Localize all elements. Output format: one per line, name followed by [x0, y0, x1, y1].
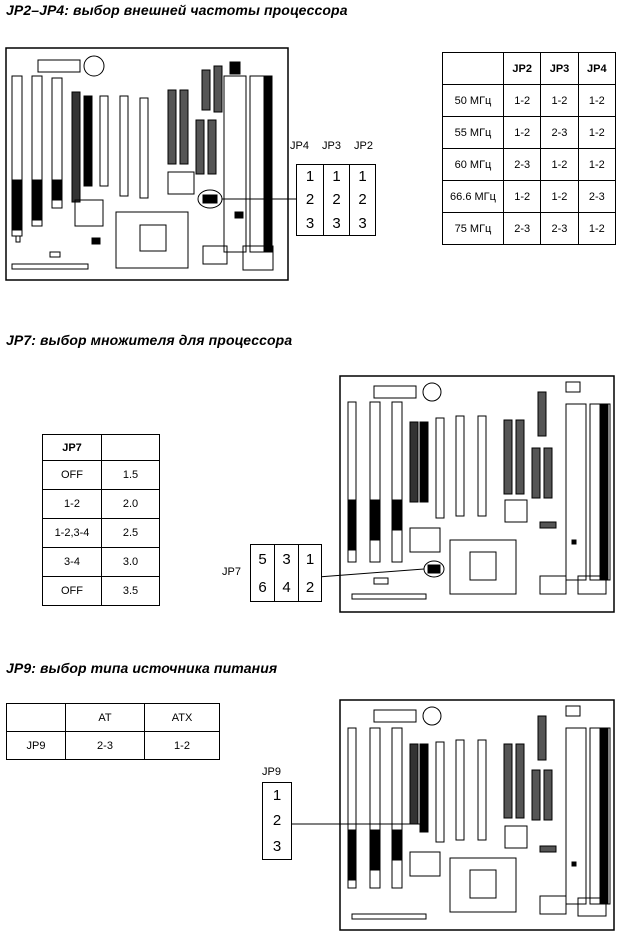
jumper-label-jp7: JP7 — [222, 566, 241, 578]
table-row: 50 МГц 1-2 1-2 1-2 — [442, 84, 617, 117]
table-cell: 3.5 — [101, 576, 160, 606]
table-row: 1-2 2.0 — [42, 489, 160, 519]
jumper-column: 1 2 3 — [263, 783, 291, 859]
table-row: 1-2,3-4 2.5 — [42, 518, 160, 548]
table-cell: 3-4 — [42, 547, 102, 577]
section-title-power: JP9: выбор типа источника питания — [6, 660, 278, 676]
pin-number: 1 — [358, 168, 367, 186]
table-row: OFF 3.5 — [42, 576, 160, 606]
table-cell: 3.0 — [101, 547, 160, 577]
pin-number: 2 — [305, 191, 315, 209]
jumper-block-jp9: 1 2 3 — [262, 782, 292, 860]
table-cell: 1-2 — [42, 489, 102, 519]
jumper-column: 1 2 3 — [350, 165, 375, 235]
table-row: OFF 1.5 — [42, 460, 160, 490]
jumper-label-jp2: JP2 — [354, 140, 373, 152]
frequency-table: JP2 JP3 JP4 50 МГц 1-2 1-2 1-2 55 МГц 1-… — [442, 52, 617, 245]
table-cell: 1.5 — [101, 460, 160, 490]
table-row: 55 МГц 1-2 2-3 1-2 — [442, 116, 617, 149]
table-row: JP9 2-3 1-2 — [6, 731, 220, 760]
section-title-frequency: JP2–JP4: выбор внешней частоты процессор… — [6, 2, 348, 18]
table-header — [101, 434, 160, 461]
multiplier-table: JP7 OFF 1.5 1-2 2.0 1-2,3-4 2.5 3-4 3.0 … — [42, 434, 160, 606]
jumper-column: 5 6 — [251, 545, 275, 601]
jumper-label-jp9: JP9 — [262, 766, 281, 778]
jumper-label-jp4: JP4 — [290, 140, 309, 152]
jumper-column: 1 2 3 — [324, 165, 350, 235]
pin-number: 1 — [305, 550, 315, 568]
pin-number: 2 — [272, 812, 282, 830]
table-header: JP2 — [502, 52, 542, 85]
table-cell: JP9 — [6, 731, 66, 760]
jumper-label-jp3: JP3 — [322, 140, 341, 152]
table-cell: 60 МГц — [442, 148, 504, 181]
jumper-column: 1 2 3 — [297, 165, 324, 235]
table-cell: 2-3 — [540, 212, 579, 245]
pin-number: 2 — [332, 191, 341, 209]
pin-number: 3 — [305, 214, 315, 232]
pin-number: 1 — [272, 787, 282, 805]
table-cell: 1-2 — [577, 116, 617, 149]
pin-number: 3 — [332, 214, 341, 232]
table-cell: 1-2 — [577, 148, 617, 181]
power-table: AT ATX JP9 2-3 1-2 — [6, 703, 220, 760]
table-cell: 75 МГц — [442, 212, 504, 245]
pin-number: 6 — [258, 578, 267, 596]
table-cell: OFF — [42, 460, 102, 490]
table-header — [6, 703, 66, 732]
pin-number: 2 — [305, 578, 315, 596]
pin-number: 2 — [358, 191, 367, 209]
table-cell: 1-2 — [577, 212, 617, 245]
table-cell: 1-2 — [502, 180, 542, 213]
table-header: JP3 — [540, 52, 579, 85]
table-cell: OFF — [42, 576, 102, 606]
table-cell: 55 МГц — [442, 116, 504, 149]
table-cell: 2.5 — [101, 518, 160, 548]
jumper-column: 1 2 — [299, 545, 321, 601]
jumper-block-jp2-jp4: 1 2 3 1 2 3 1 2 3 — [296, 164, 376, 236]
jumper-column: 3 4 — [275, 545, 299, 601]
table-row: 60 МГц 2-3 1-2 1-2 — [442, 148, 617, 181]
jumper-block-jp7: 5 6 3 4 1 2 — [250, 544, 322, 602]
table-cell: 1-2,3-4 — [42, 518, 102, 548]
table-row: 3-4 3.0 — [42, 547, 160, 577]
table-cell: 2-3 — [65, 731, 145, 760]
pin-number: 3 — [272, 837, 282, 855]
table-cell: 1-2 — [540, 84, 579, 117]
table-cell: 1-2 — [502, 84, 542, 117]
pin-number: 5 — [258, 550, 267, 568]
table-row: 75 МГц 2-3 2-3 1-2 — [442, 212, 617, 245]
pin-number: 1 — [332, 168, 341, 186]
pin-number: 3 — [282, 550, 291, 568]
table-cell: 1-2 — [577, 84, 617, 117]
pin-number: 1 — [305, 168, 315, 186]
pin-number: 3 — [358, 214, 367, 232]
section-title-multiplier: JP7: выбор множителя для процессора — [6, 332, 293, 348]
table-cell: 1-2 — [144, 731, 220, 760]
motherboard-diagram-1 — [5, 47, 310, 281]
pin-number: 4 — [282, 578, 291, 596]
table-cell: 2-3 — [577, 180, 617, 213]
